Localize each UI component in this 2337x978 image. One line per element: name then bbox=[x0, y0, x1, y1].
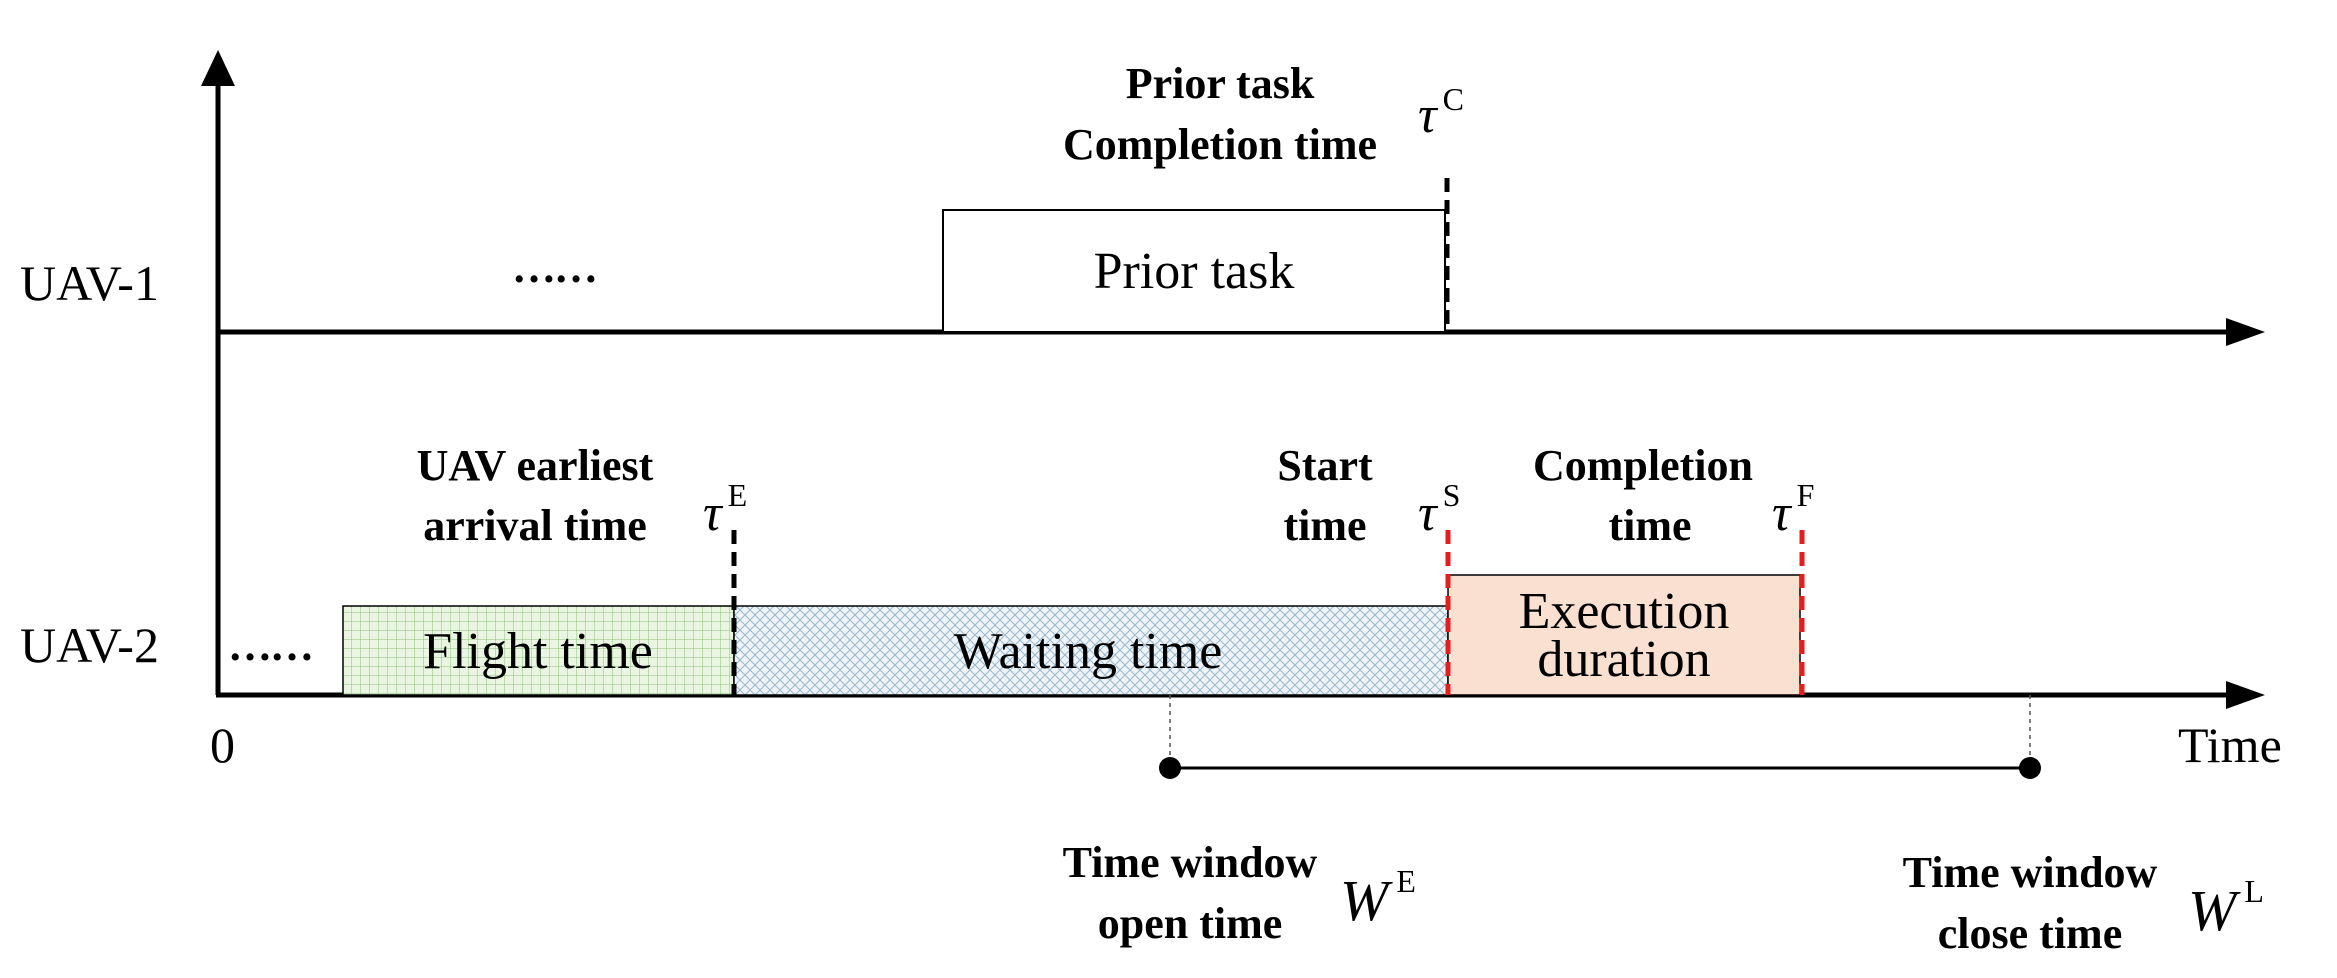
prior-completion-line1: Prior task bbox=[1126, 59, 1315, 108]
flight-time-box bbox=[342, 605, 735, 696]
start-time-line1: Start bbox=[1277, 441, 1373, 490]
uav1-axis-arrow bbox=[2226, 318, 2265, 346]
window-open-line2: open time bbox=[1098, 899, 1283, 948]
window-open-line1: Time window bbox=[1063, 838, 1318, 887]
waiting-time-label: Waiting time bbox=[954, 623, 1223, 680]
execution-label-line2: duration bbox=[1537, 631, 1710, 688]
earliest-arrival-line2: arrival time bbox=[423, 501, 647, 550]
x-axis-label: Time bbox=[2178, 717, 2282, 773]
uav1-label: UAV-1 bbox=[20, 255, 159, 311]
completion-time-line2: time bbox=[1608, 501, 1691, 550]
uav2-ellipsis: …… bbox=[228, 621, 312, 670]
execution-label-line1: Execution bbox=[1519, 583, 1730, 640]
prior-task-label: Prior task bbox=[1094, 243, 1295, 300]
window-close-line1: Time window bbox=[1903, 848, 2158, 897]
prior-task-box bbox=[942, 209, 1446, 333]
uav2-label: UAV-2 bbox=[20, 617, 159, 673]
y-axis-arrow bbox=[201, 50, 235, 86]
window-close-dot bbox=[2019, 757, 2041, 779]
prior-completion-line2: Completion time bbox=[1063, 120, 1377, 169]
uav2-axis-arrow bbox=[2226, 681, 2265, 709]
origin-label: 0 bbox=[210, 717, 235, 773]
uav1-ellipsis: …… bbox=[512, 243, 596, 292]
earliest-arrival-line1: UAV earliest bbox=[417, 441, 654, 490]
flight-time-label: Flight time bbox=[423, 623, 653, 680]
window-close-line2: close time bbox=[1938, 909, 2122, 958]
start-time-line2: time bbox=[1283, 501, 1366, 550]
execution-duration-box bbox=[1447, 574, 1801, 696]
waiting-time-box bbox=[733, 605, 1449, 696]
window-open-dot bbox=[1159, 757, 1181, 779]
completion-time-line1: Completion bbox=[1533, 441, 1753, 490]
